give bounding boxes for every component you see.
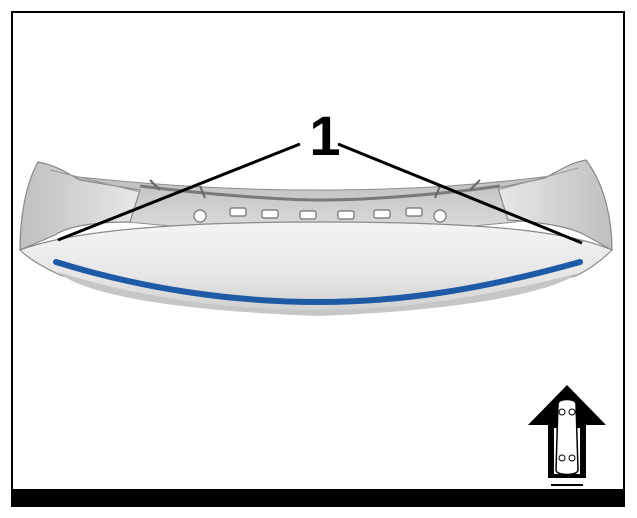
mounting-clips bbox=[193, 207, 447, 223]
callout-number-label: 1 bbox=[309, 104, 341, 167]
bumper-left-wing bbox=[19, 161, 141, 251]
bumper-main-skin bbox=[18, 221, 614, 313]
callout-leader-right bbox=[337, 142, 583, 245]
forward-arrow-car-icon bbox=[528, 385, 606, 486]
callout-leader-left bbox=[57, 142, 301, 242]
highlighted-trim-strip bbox=[53, 259, 583, 306]
bottom-bar bbox=[11, 489, 625, 507]
